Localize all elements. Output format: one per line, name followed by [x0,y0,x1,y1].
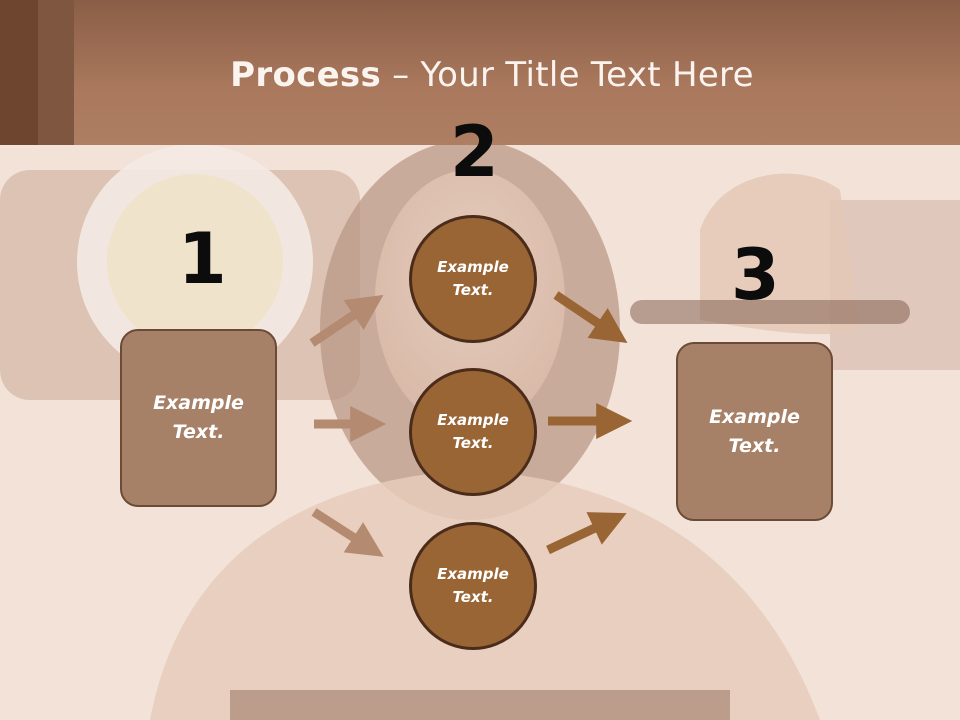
process-circle-top: Example Text. [409,215,537,343]
right-box-line1: Example [709,405,800,428]
process-circle-middle: Example Text. [409,368,537,496]
step-number-1: 1 [178,218,227,300]
header-accent-mid [38,0,74,145]
arrow-left-to-bottom [311,508,384,557]
title-rest: – Your Title Text Here [381,55,754,95]
step-number-2: 2 [450,111,499,193]
header-accent-dark [0,0,38,145]
left-box-line2: Text. [172,421,225,443]
slide-title: Process – Your Title Text Here [0,55,960,95]
left-process-box: Example Text. [120,329,277,507]
header-bar: Process – Your Title Text Here [0,0,960,145]
circle-top-line2: Text. [452,281,494,299]
step-number-3: 3 [731,234,780,316]
circle-middle-line2: Text. [452,434,494,452]
arrow-top-to-right [553,291,628,344]
title-bold: Process [230,55,382,95]
right-process-box: Example Text. [676,342,833,521]
process-circle-bottom: Example Text. [409,522,537,650]
circle-middle-line1: Example [437,411,509,429]
right-box-line2: Text. [728,434,781,457]
arrow-left-to-top [309,294,384,347]
arrow-bottom-to-right [546,512,627,555]
left-box-line1: Example [153,392,244,414]
circle-bottom-line2: Text. [452,588,494,606]
circle-bottom-line1: Example [437,565,509,583]
circle-top-line1: Example [437,258,509,276]
